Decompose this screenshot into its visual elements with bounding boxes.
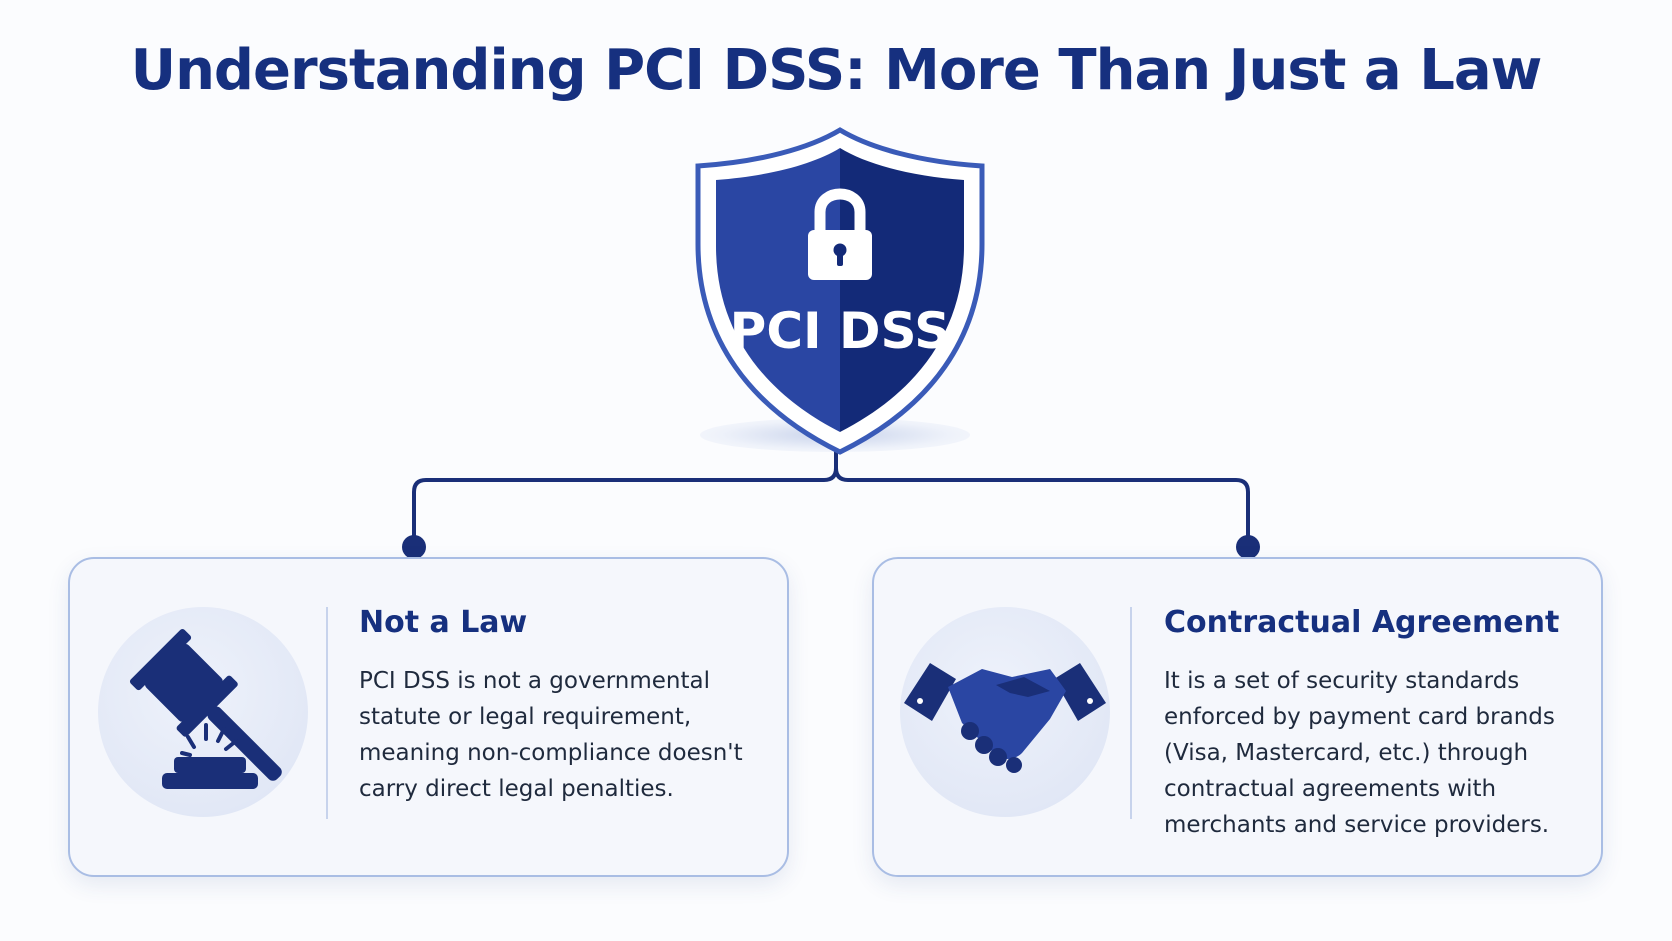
card-description-line: merchants and service providers. — [1164, 812, 1550, 838]
gavel-icon-circle — [98, 607, 308, 817]
handshake-icon — [904, 663, 1106, 773]
card-description-line: enforced by payment card brands — [1164, 704, 1555, 730]
card-title: Not a Law — [359, 605, 528, 640]
page-title: Understanding PCI DSS: More Than Just a … — [130, 38, 1543, 103]
card-description-line: PCI DSS is not a governmental — [359, 668, 711, 694]
gavel-icon — [129, 628, 282, 789]
card-description-line: contractual agreements with — [1164, 776, 1497, 802]
card-divider — [1130, 607, 1132, 819]
card-description-line: (Visa, Mastercard, etc.) through — [1164, 740, 1529, 766]
handshake-icon-circle — [900, 607, 1110, 817]
card-description: It is a set of security standards enforc… — [1164, 663, 1584, 843]
card-description-line: It is a set of security standards — [1164, 668, 1520, 694]
card-not-a-law: Not a Law PCI DSS is not a governmental … — [68, 557, 789, 877]
connector-right — [834, 467, 1250, 545]
card-title: Contractual Agreement — [1164, 605, 1560, 640]
card-description-line: meaning non-compliance doesn't — [359, 740, 743, 766]
connector-dot-right — [1236, 535, 1260, 559]
pci-dss-shield: PCI DSS — [690, 126, 990, 456]
card-divider — [326, 607, 328, 819]
card-description-line: statute or legal requirement, — [359, 704, 692, 730]
padlock-icon — [808, 188, 872, 280]
card-description: PCI DSS is not a governmental statute or… — [359, 663, 759, 807]
card-description-line: carry direct legal penalties. — [359, 776, 674, 802]
card-contractual-agreement: Contractual Agreement It is a set of sec… — [872, 557, 1603, 877]
shield-label: PCI DSS — [730, 302, 951, 360]
connector-dot-left — [402, 535, 426, 559]
